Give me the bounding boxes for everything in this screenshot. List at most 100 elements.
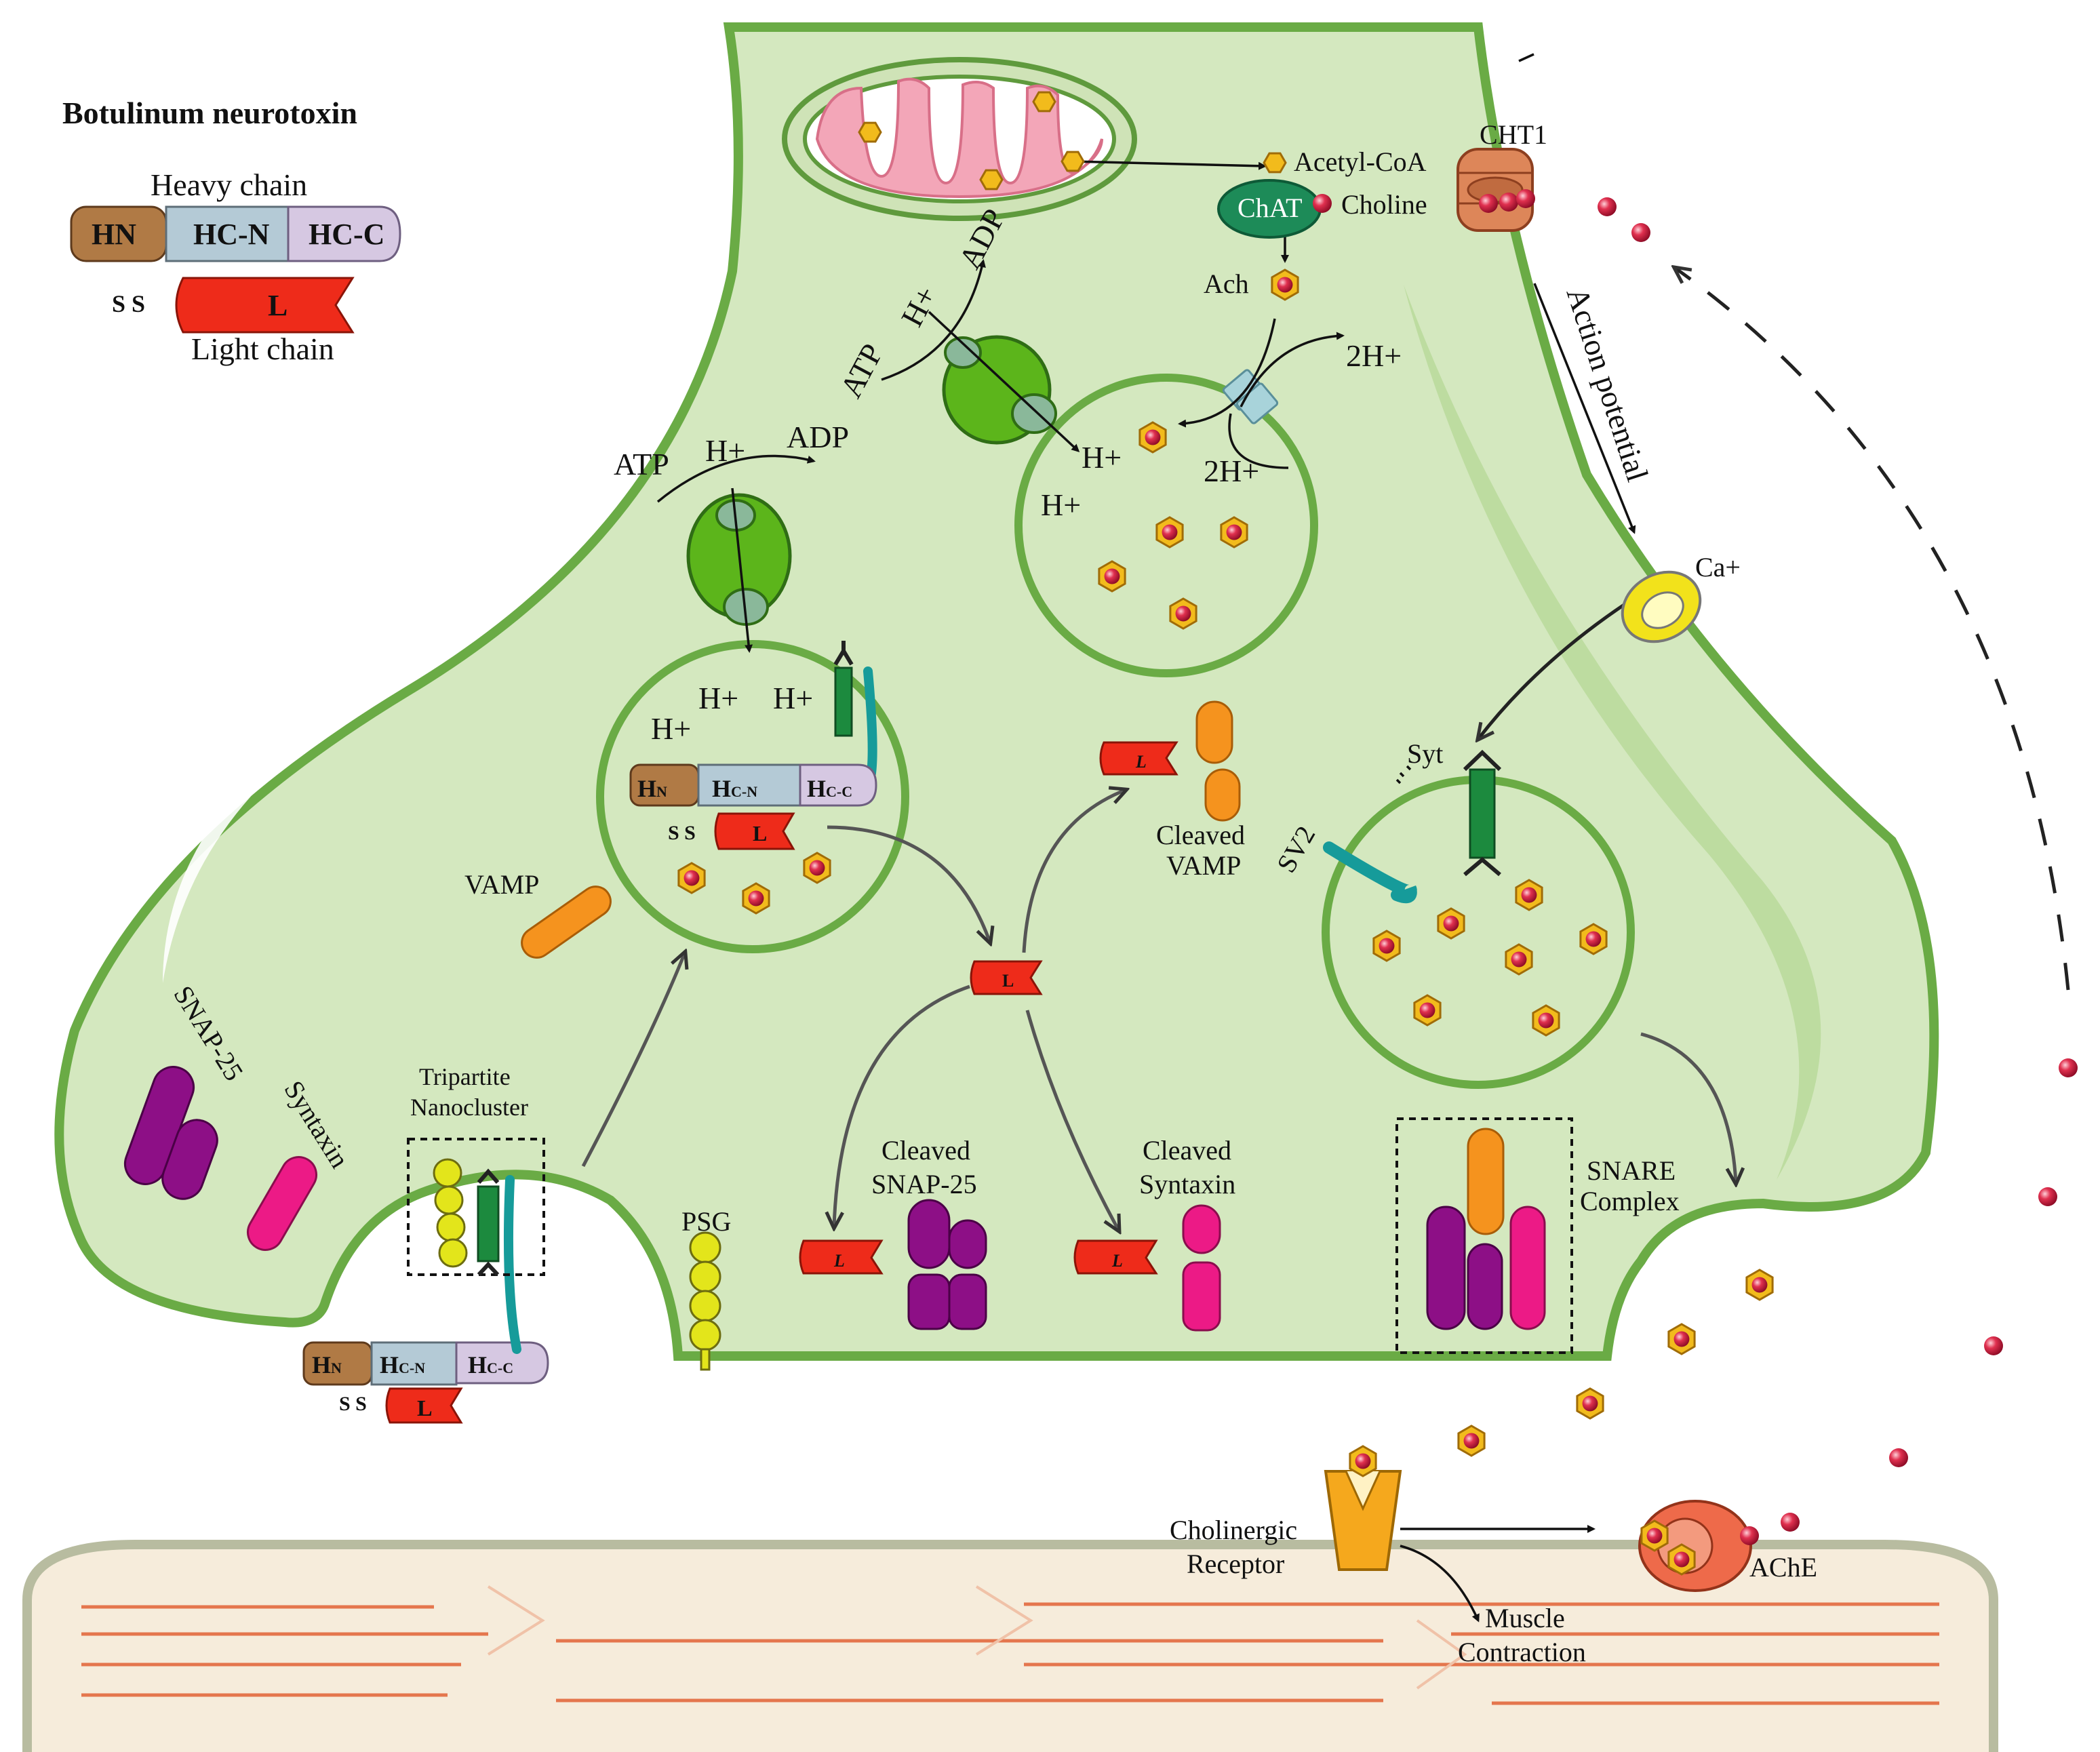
proton-pump-top xyxy=(942,335,1057,445)
choline-molecule xyxy=(1984,1336,2003,1355)
calcium-channel xyxy=(1621,570,1702,643)
choline-molecule xyxy=(1499,193,1518,212)
label-cleaved-vamp-2: VAMP xyxy=(1166,850,1241,881)
label-2h-2: 2H+ xyxy=(1204,454,1259,488)
ach-molecule xyxy=(742,882,770,915)
ach-molecule xyxy=(1667,1543,1696,1576)
light-chain-free xyxy=(799,741,1178,1275)
ach-molecule xyxy=(1667,1323,1696,1355)
ach-molecule xyxy=(1169,597,1197,630)
ach-molecule xyxy=(1505,943,1533,976)
choline-molecule xyxy=(1781,1513,1800,1532)
toxin-at-membrane xyxy=(302,1175,549,1424)
svg-text:L: L xyxy=(1111,1251,1123,1271)
cleaved-syntaxin xyxy=(1182,1204,1221,1332)
legend-ss: S S xyxy=(112,290,145,317)
ach-molecule xyxy=(1098,560,1126,593)
label-vamp: VAMP xyxy=(464,869,539,900)
label-acetyl-coa: Acetyl-CoA xyxy=(1294,146,1427,177)
choline-molecule xyxy=(1313,194,1332,213)
choline-molecule xyxy=(1740,1526,1759,1545)
legend-l: L xyxy=(268,289,288,322)
svg-text:L: L xyxy=(417,1396,433,1421)
acetyl-coa-molecule xyxy=(979,169,1004,191)
label-ache: AChE xyxy=(1749,1552,1817,1582)
label-muscle-1: Muscle xyxy=(1485,1603,1565,1633)
label-snare-1: SNARE xyxy=(1587,1155,1676,1186)
legend-hcn: HC-N xyxy=(193,218,270,251)
label-muscle-2: Contraction xyxy=(1458,1637,1586,1667)
acetyl-coa-molecule xyxy=(1032,91,1056,113)
ach-molecule xyxy=(1576,1387,1604,1420)
cholinergic-receptor xyxy=(1324,1470,1402,1571)
tripartite-nanocluster xyxy=(407,1138,545,1277)
acetyl-coa-molecule xyxy=(858,121,882,143)
choline-molecule xyxy=(1889,1448,1908,1467)
label-cleaved-snap25-2: SNAP-25 xyxy=(871,1169,977,1199)
ach-molecule xyxy=(1349,1445,1377,1477)
label-psg: PSG xyxy=(681,1206,731,1237)
label-ca: Ca+ xyxy=(1695,552,1741,582)
ach-molecule xyxy=(1413,994,1442,1027)
ach-molecule xyxy=(1532,1004,1560,1037)
psg xyxy=(689,1231,721,1371)
label-h-7: H+ xyxy=(773,681,813,715)
label-chat: ChAT xyxy=(1237,193,1303,223)
choline-molecule xyxy=(2038,1187,2057,1206)
ach-molecule xyxy=(803,852,831,884)
choline-molecule xyxy=(2059,1058,2078,1077)
svg-text:S S: S S xyxy=(339,1393,367,1415)
legend-heavy-chain: Heavy chain xyxy=(151,167,307,202)
ach-molecule xyxy=(1155,516,1184,549)
toxin-in-vesicle xyxy=(629,763,877,850)
label-cht1: CHT1 xyxy=(1480,119,1547,150)
label-ach: Ach xyxy=(1204,268,1249,299)
label-atp-1: ATP xyxy=(614,447,669,481)
choline-molecule xyxy=(1516,189,1535,208)
ach-molecule xyxy=(1220,516,1248,549)
acetyl-coa-molecule xyxy=(1263,152,1287,174)
choline-molecule xyxy=(1598,197,1617,216)
svg-text:HN: HN xyxy=(312,1351,342,1378)
label-cleaved-snap25-1: Cleaved xyxy=(881,1135,970,1166)
ach-molecule xyxy=(1640,1519,1669,1552)
acetylcholine-molecules xyxy=(677,91,2078,1576)
arrows-grey xyxy=(581,790,1736,1231)
label-snare-2: Complex xyxy=(1580,1186,1680,1216)
cleaved-snap25 xyxy=(907,1199,987,1330)
label-tripartite-2: Nanocluster xyxy=(410,1094,528,1121)
legend: Botulinum neurotoxin Heavy chain HN HC-N… xyxy=(62,96,401,366)
syntaxin-left xyxy=(247,1156,317,1251)
ach-molecule xyxy=(1271,268,1299,301)
label-syt: Syt xyxy=(1407,738,1443,769)
choline-molecule xyxy=(1479,194,1498,213)
ach-molecule xyxy=(1515,879,1543,911)
legend-title: Botulinum neurotoxin xyxy=(62,96,357,130)
vamp-protein xyxy=(521,885,612,959)
label-h-5: H+ xyxy=(651,711,691,746)
muscle-cell xyxy=(22,1540,1998,1752)
acetyl-coa-molecule xyxy=(1061,151,1085,172)
svg-text:HC-N: HC-N xyxy=(712,775,757,802)
ach-molecule xyxy=(1745,1269,1774,1301)
muscle-fibers xyxy=(81,1602,1939,1705)
ach-molecule xyxy=(677,862,706,894)
ach-molecule xyxy=(1138,421,1167,454)
legend-light-chain: Light chain xyxy=(191,332,334,366)
label-adp-1: ADP xyxy=(787,420,849,454)
snap25-left xyxy=(123,1066,218,1200)
svg-text:S S: S S xyxy=(668,822,696,844)
label-cleaved-syntaxin-2: Syntaxin xyxy=(1139,1169,1235,1199)
svg-text:L: L xyxy=(1135,752,1147,772)
label-choline: Choline xyxy=(1341,189,1427,220)
label-h-4: H+ xyxy=(1041,487,1081,522)
label-cholinergic-1: Cholinergic xyxy=(1170,1515,1297,1545)
label-h-1: H+ xyxy=(705,433,745,468)
snare-complex xyxy=(1395,1117,1573,1354)
cleaved-vamp xyxy=(1195,700,1241,822)
choline-molecule xyxy=(1631,223,1650,242)
svg-text:L: L xyxy=(753,821,767,845)
label-h-6: H+ xyxy=(698,681,738,715)
label-cleaved-vamp-1: Cleaved xyxy=(1156,820,1245,850)
